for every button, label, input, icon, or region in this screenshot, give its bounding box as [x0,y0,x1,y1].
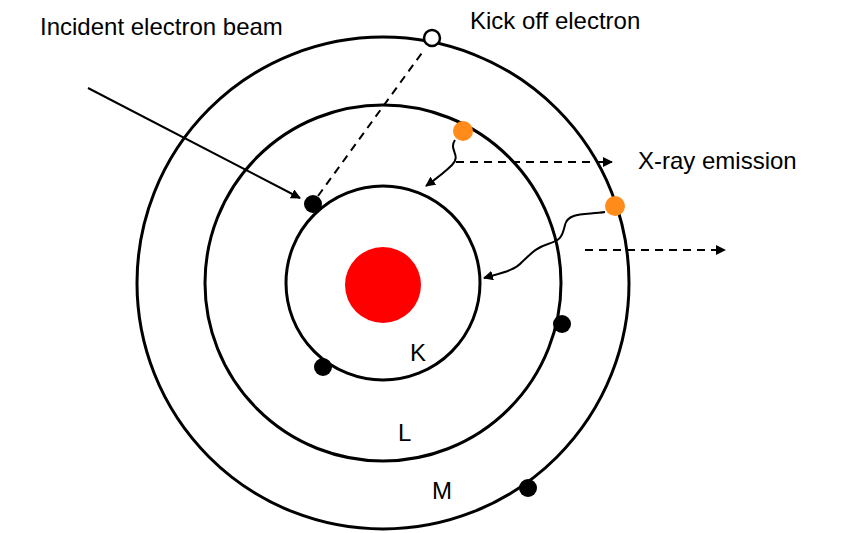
shell-label: M [432,478,452,504]
nucleus [345,247,421,323]
electron [553,315,571,333]
transition-arrow [426,140,456,186]
k-shell [286,186,480,380]
electron [314,358,332,376]
transition-arrow [484,212,605,278]
shell-label: K [410,340,426,366]
orange-electron [605,196,625,216]
beam-label: Incident electron beam [40,14,283,40]
incident-arrow [88,88,300,198]
orange-electron [453,121,473,141]
m-shell [137,37,629,529]
xray-arrow [456,161,612,163]
l-shell [205,105,561,461]
kick-off-path [318,50,424,196]
shell-label: L [398,420,411,446]
ejected-electron [424,30,440,46]
electron [304,195,322,213]
electron-label: Kick off electron [470,8,640,34]
xray-arrow [585,249,725,251]
electron [519,479,537,497]
xray-label: X-ray emission [638,148,797,174]
